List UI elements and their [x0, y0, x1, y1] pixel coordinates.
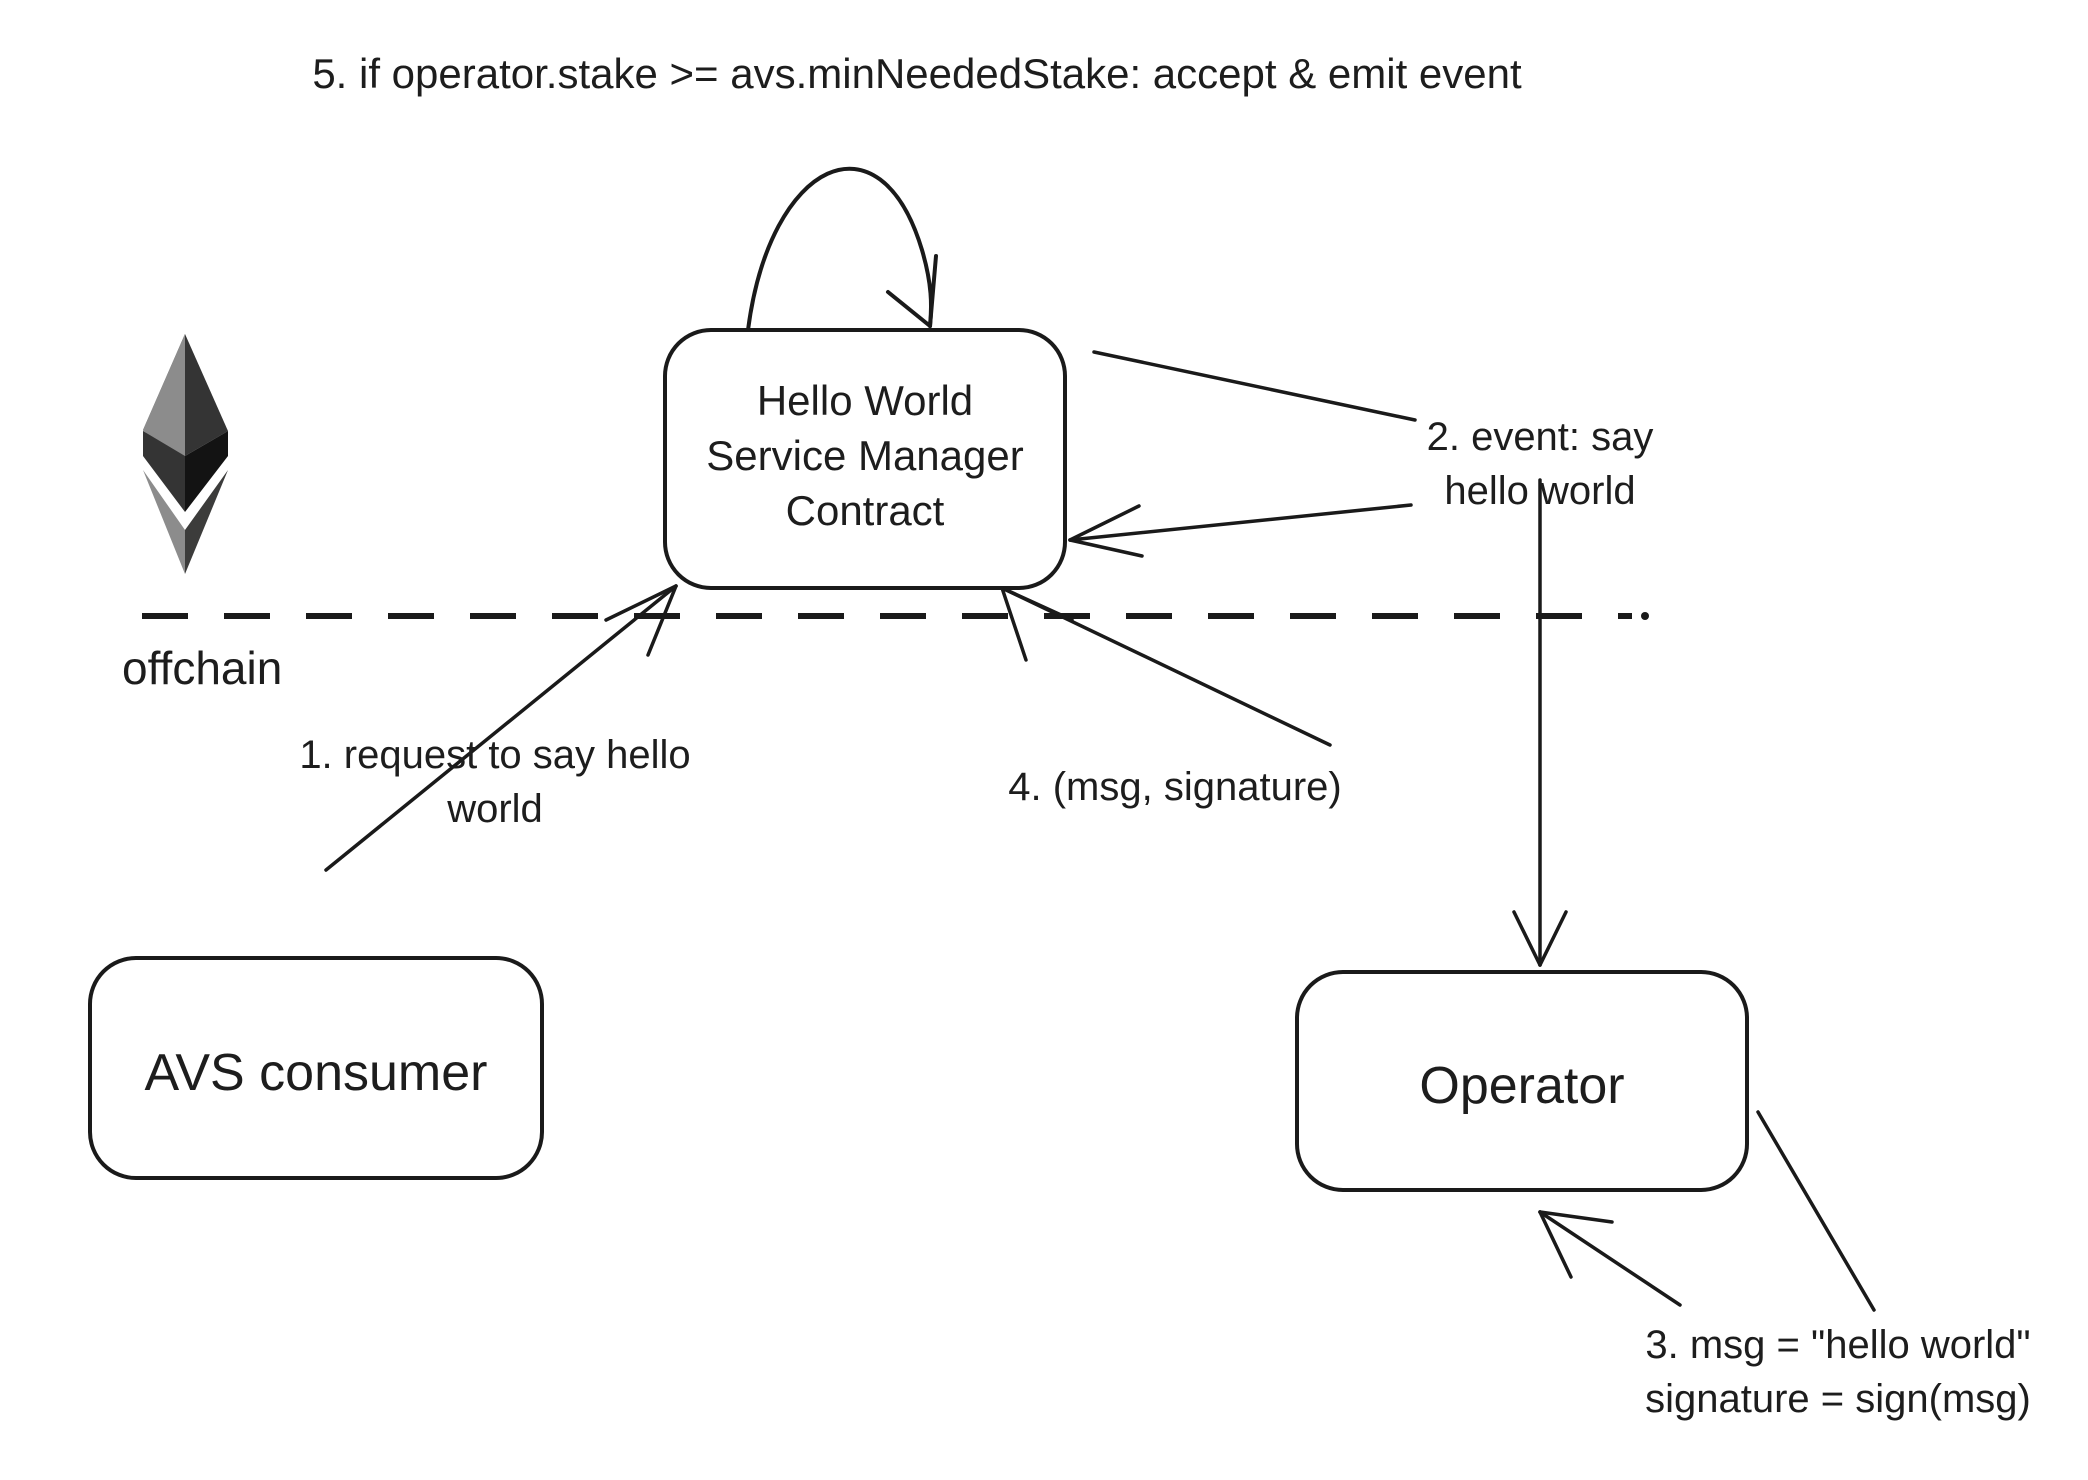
- operator-label: Operator: [1419, 1057, 1624, 1115]
- service-manager-line3: Contract: [786, 487, 945, 534]
- edge-step4-msg-signature: [1000, 586, 1332, 747]
- node-operator[interactable]: Operator: [1295, 970, 1749, 1192]
- step1-label-line1: 1. request to say hello: [299, 733, 690, 777]
- offchain-label: offchain: [122, 642, 282, 694]
- step3-label-line2: signature = sign(msg): [1645, 1377, 2031, 1421]
- step3-label-line1: 3. msg = "hello world": [1645, 1323, 2030, 1367]
- service-manager-line2: Service Manager: [706, 432, 1023, 479]
- step4-label: 4. (msg, signature): [1008, 765, 1341, 809]
- step2-label-line2: hello world: [1444, 469, 1635, 513]
- node-hello-world-service-manager-contract[interactable]: Hello World Service Manager Contract: [663, 328, 1067, 590]
- onchain-offchain-boundary: [142, 612, 1649, 620]
- node-avs-consumer[interactable]: AVS consumer: [88, 956, 544, 1180]
- ethereum-logo: [143, 334, 228, 574]
- service-manager-line1: Hello World: [757, 377, 973, 424]
- edge-step3-sign-message: [1538, 1110, 1876, 1312]
- edge-step1-request: [324, 584, 678, 872]
- step5-condition-note: 5. if operator.stake >= avs.minNeededSta…: [312, 50, 1522, 97]
- avs-consumer-label: AVS consumer: [145, 1044, 488, 1102]
- edge-self-loop-step5: [746, 166, 938, 332]
- step1-label-line2: world: [446, 787, 543, 831]
- step2-label-line1: 2. event: say: [1427, 415, 1654, 459]
- edge-step2-event: [1068, 350, 1568, 967]
